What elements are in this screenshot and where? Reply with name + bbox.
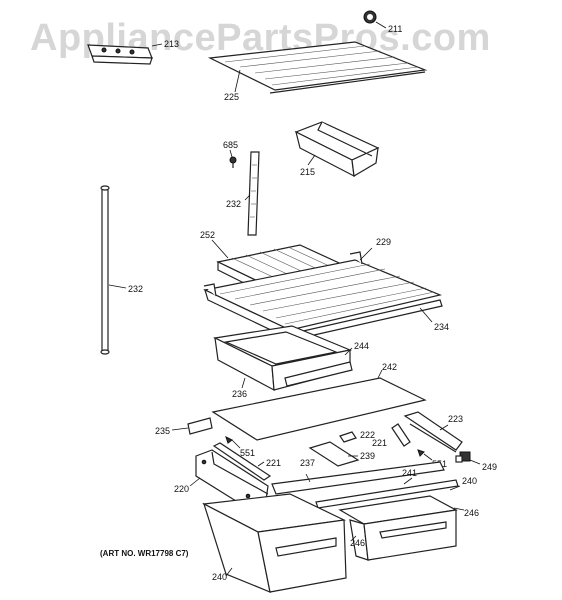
callout-246-right: 246 (464, 508, 479, 518)
callout-232-center: 232 (226, 199, 241, 209)
callout-221-left: 221 (266, 458, 281, 468)
part-239-center-support[interactable] (308, 441, 360, 467)
part-244-drawer-trim[interactable] (284, 361, 353, 387)
part-220-left-bracket[interactable] (195, 449, 269, 507)
callout-244: 244 (354, 341, 369, 351)
callout-235: 235 (155, 426, 170, 436)
callout-249: 249 (482, 462, 497, 472)
part-551-pin-left[interactable] (225, 436, 233, 444)
callout-229: 229 (376, 237, 391, 247)
callout-222: 222 (360, 430, 375, 440)
callout-242: 242 (382, 362, 397, 372)
part-237-crossbar[interactable] (271, 461, 445, 495)
callout-234: 234 (434, 322, 449, 332)
part-221-left-rail[interactable] (212, 442, 272, 481)
callout-246-center: 246 (350, 538, 365, 548)
callout-232-left: 232 (128, 284, 143, 294)
callout-220: 220 (174, 484, 189, 494)
part-221-bracket-right[interactable] (391, 423, 411, 447)
part-232-ladder-rail-center[interactable] (247, 151, 260, 236)
part-229-shelf-frame[interactable] (203, 251, 442, 342)
part-240-crisper-right[interactable] (338, 495, 458, 561)
part-685-screw[interactable] (229, 156, 237, 168)
callout-211: 211 (388, 24, 402, 34)
part-235-left-support[interactable] (187, 417, 213, 435)
callout-213: 213 (164, 39, 179, 49)
callout-252: 252 (200, 230, 215, 240)
part-213-end-cap[interactable] (87, 44, 153, 65)
callout-551-left: 551 (240, 448, 255, 458)
part-232-ladder-rail-left[interactable] (100, 185, 110, 355)
part-215-bin[interactable] (294, 121, 380, 178)
callout-240-right: 240 (462, 476, 477, 486)
callout-241: 241 (402, 468, 417, 478)
part-241-lower-trim[interactable] (315, 479, 459, 509)
callout-221-right: 221 (372, 438, 387, 448)
callout-239: 239 (360, 451, 375, 461)
part-249-clip[interactable] (455, 451, 471, 463)
part-242-glass-panel[interactable] (211, 377, 427, 441)
part-223-right-support[interactable] (403, 411, 463, 453)
callout-215: 215 (300, 167, 315, 177)
part-240-crisper-left[interactable] (201, 493, 347, 593)
part-236-drawer[interactable] (213, 325, 353, 392)
part-551-pin-right[interactable] (417, 449, 425, 457)
part-211-knob[interactable] (363, 10, 377, 24)
part-222-bracket[interactable] (339, 431, 357, 443)
callout-240-left: 240 (212, 572, 227, 582)
callout-237: 237 (300, 458, 315, 468)
callout-223: 223 (448, 414, 463, 424)
callout-685: 685 (223, 140, 238, 150)
callout-236: 236 (232, 389, 247, 399)
part-225-wire-shelf[interactable] (207, 41, 428, 94)
art-number: (ART NO. WR17798 C7) (100, 549, 189, 558)
callout-225: 225 (224, 92, 239, 102)
